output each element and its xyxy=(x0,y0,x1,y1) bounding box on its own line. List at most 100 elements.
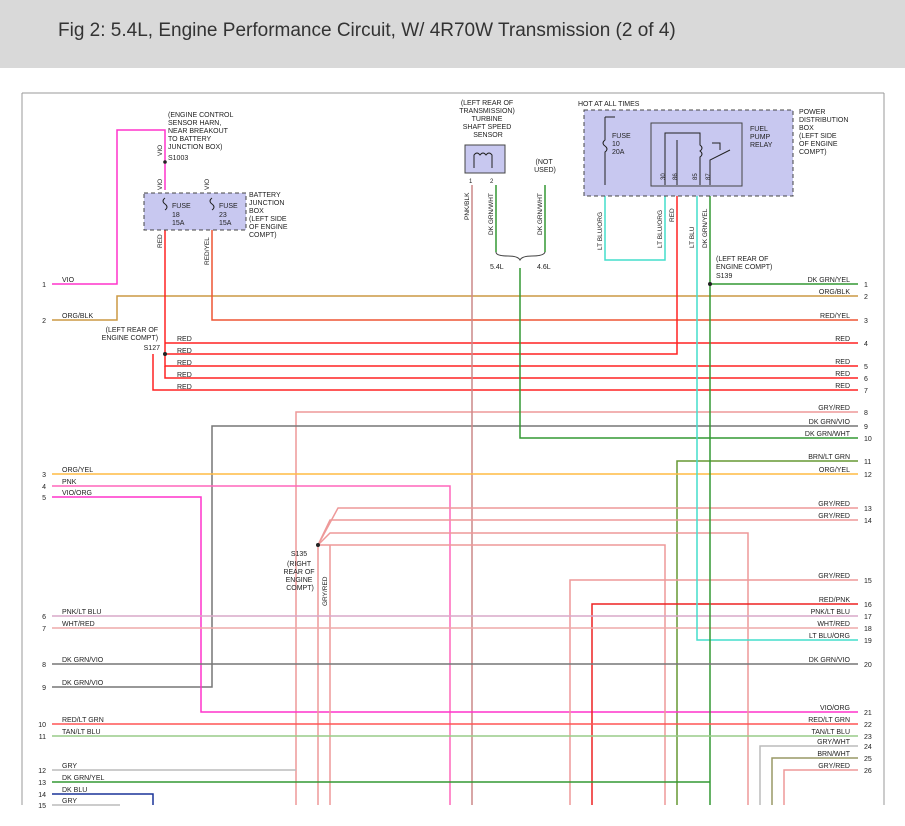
wire-gry-red-b xyxy=(317,532,749,805)
right-wire-label: GRY/RED xyxy=(818,763,850,770)
vlabel-vio-b: VIO xyxy=(204,179,211,190)
right-pin-number: 15 xyxy=(864,578,872,585)
s127-label: RED xyxy=(177,372,192,379)
vlabel-gry-red-s135: GRY/RED xyxy=(322,576,329,606)
diagram-frame xyxy=(21,92,885,805)
left-wire-label: VIO/ORG xyxy=(62,490,92,497)
wire-dk-grn-wht-10 xyxy=(519,268,858,439)
left-pin-number: 1 xyxy=(42,282,46,289)
left-pin-number: 6 xyxy=(42,614,46,621)
right-wire-label: DK GRN/WHT xyxy=(805,431,851,438)
right-wire-label: VIO/ORG xyxy=(820,705,850,712)
vlabel-lt-blu-pdb: LT BLU xyxy=(689,226,696,248)
vlabel-pnk-blk: PNK/BLK xyxy=(464,192,471,220)
left-wire-label: PNK/LT BLU xyxy=(62,609,101,616)
wire-brn-wht-25 xyxy=(771,757,858,805)
right-pin-number: 8 xyxy=(864,410,868,417)
splice-s139 xyxy=(708,282,712,286)
s127-wire-labels: RED RED RED RED RED xyxy=(177,336,192,391)
left-wire-label: ORG/YEL xyxy=(62,467,93,474)
right-pin-number: 7 xyxy=(864,388,868,395)
not-used-label: (NOT USED) xyxy=(534,159,556,174)
right-pin-number: 10 xyxy=(864,436,872,443)
wire-gry-red-8 xyxy=(295,411,858,805)
splice-s1003 xyxy=(163,160,167,164)
pdb-fuse-label: FUSE 10 20A xyxy=(612,133,633,156)
wire-vio xyxy=(52,129,166,285)
s127-label: RED xyxy=(177,336,192,343)
right-pin-number: 5 xyxy=(864,364,868,371)
left-wire-label: RED/LT GRN xyxy=(62,717,104,724)
left-pin-number: 13 xyxy=(38,780,46,787)
left-wire-label: WHT/RED xyxy=(62,621,95,628)
vlabel-lt-blu-org-b: LT BLU/ORG xyxy=(657,210,664,248)
title-bar: Fig 2: 5.4L, Engine Performance Circuit,… xyxy=(0,0,905,68)
right-pin-number: 16 xyxy=(864,602,872,609)
wires xyxy=(52,129,858,806)
left-pin-number: 8 xyxy=(42,662,46,669)
left-pin-number: 15 xyxy=(38,803,46,810)
right-pin-number: 20 xyxy=(864,662,872,669)
power-distribution-box xyxy=(583,109,794,197)
wire-red-pnk-16 xyxy=(591,603,858,805)
right-wire-label: RED xyxy=(835,336,850,343)
vlabel-red-pdb: RED xyxy=(669,208,676,222)
right-wire-label: GRY/RED xyxy=(818,513,850,520)
engine-5-4l-label: 5.4L xyxy=(490,264,504,271)
vlabel-red-bjb: RED xyxy=(157,234,164,248)
wire-lt-blu xyxy=(696,188,858,641)
fuel-pump-relay-label: FUEL PUMP RELAY xyxy=(750,126,773,149)
right-pin-number: 18 xyxy=(864,626,872,633)
right-wire-label: RED/LT GRN xyxy=(808,717,850,724)
left-pin-number: 7 xyxy=(42,626,46,633)
left-wire-label: GRY xyxy=(62,763,77,770)
right-pin-number: 22 xyxy=(864,722,872,729)
fuse-23-label: FUSE 23 15A xyxy=(219,203,240,227)
s135-note: S135 (RIGHT REAR OF ENGINE COMPT) xyxy=(283,551,316,592)
left-wire-label: GRY xyxy=(62,798,77,805)
right-wire-label: GRY/RED xyxy=(818,405,850,412)
right-pin-number: 4 xyxy=(864,341,868,348)
s127-note: (LEFT REAR OF ENGINE COMPT) S127 xyxy=(102,327,160,352)
left-pin-number: 3 xyxy=(42,472,46,479)
right-wire-label: GRY/RED xyxy=(818,573,850,580)
vertical-wire-labels: VIO VIO VIO RED RED/YEL PNK/BLK DK GRN/W… xyxy=(157,145,709,606)
left-pin-number: 11 xyxy=(39,734,46,741)
right-pin-number: 14 xyxy=(864,518,872,525)
figure-title: Fig 2: 5.4L, Engine Performance Circuit,… xyxy=(58,20,676,41)
vlabel-vio-a: VIO xyxy=(157,179,164,190)
relay-pin-85: 85 xyxy=(693,173,699,180)
s127-label: RED xyxy=(177,348,192,355)
right-wire-label: PNK/LT BLU xyxy=(811,609,850,616)
right-pin-number: 25 xyxy=(864,756,872,763)
s127-label: RED xyxy=(177,384,192,391)
engine-4-6l-label: 4.6L xyxy=(537,264,551,271)
left-pin-number: 10 xyxy=(38,722,46,729)
vlabel-lt-blu-org-a: LT BLU/ORG xyxy=(597,212,604,250)
left-pin-number: 5 xyxy=(42,495,46,502)
vlabel-dk-grn-wht-b: DK GRN/WHT xyxy=(537,193,544,235)
battery-junction-box xyxy=(143,192,247,231)
right-pin-number: 3 xyxy=(864,318,868,325)
left-wire-label: DK GRN/VIO xyxy=(62,680,104,687)
s127-label: RED xyxy=(177,360,192,367)
wire-dk-blu-14 xyxy=(52,793,154,805)
left-pin-number: 9 xyxy=(42,685,46,692)
left-wire-label: VIO xyxy=(62,277,75,284)
right-wire-label: DK GRN/YEL xyxy=(808,277,851,284)
vlabel-red-yel-bjb: RED/YEL xyxy=(204,237,211,265)
engine-bracket xyxy=(495,251,546,262)
tss-label: (LEFT REAR OF TRANSMISSION) TURBINE SHAF… xyxy=(459,100,517,139)
turbine-shaft-speed-sensor xyxy=(464,144,506,174)
wire-gry-red-14 xyxy=(317,519,858,546)
wire-brn-lt-grn-11 xyxy=(676,460,858,805)
relay-pin-30: 30 xyxy=(661,173,667,180)
vlabel-vio-top: VIO xyxy=(157,145,164,156)
left-wire-label: ORG/BLK xyxy=(62,313,93,320)
right-wire-label: WHT/RED xyxy=(817,621,850,628)
left-wire-label: PNK xyxy=(62,479,77,486)
fuse-18-label: FUSE 18 15A xyxy=(172,203,193,227)
wire-pnk-4 xyxy=(52,485,451,805)
right-wire-label: RED/PNK xyxy=(819,597,850,604)
right-pin-number: 26 xyxy=(864,768,872,775)
